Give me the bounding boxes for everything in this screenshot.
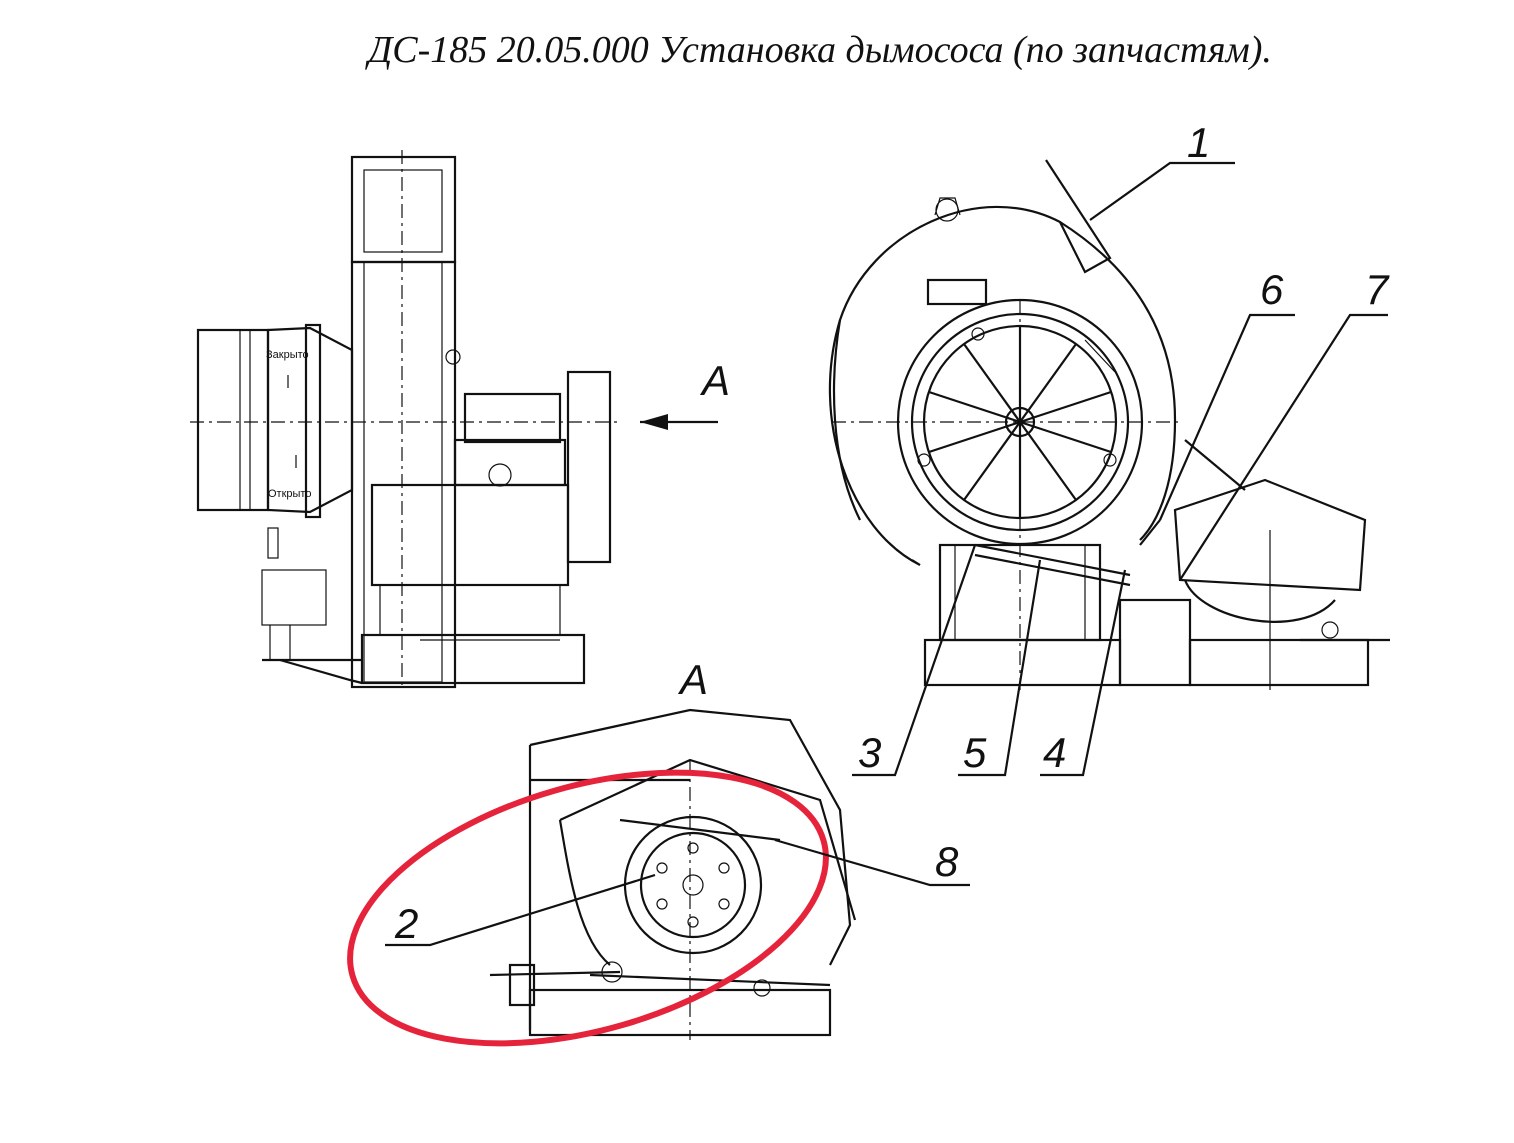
view-letter-top: A <box>699 357 730 404</box>
label-closed: Закрыто <box>266 349 309 361</box>
callout-3: 3 <box>858 729 881 776</box>
drawing-title: ДС-185 20.05.000 Установка дымососа (по … <box>368 29 1272 71</box>
callout-7: 7 <box>1365 266 1390 313</box>
side-elevation-view: Закрыто Открыто <box>190 150 620 690</box>
view-letter-detail: A <box>677 656 708 703</box>
fan-front-view <box>828 159 1390 690</box>
callout-2: 2 <box>394 900 418 947</box>
callout-6: 6 <box>1260 266 1284 313</box>
callout-8: 8 <box>935 838 959 885</box>
highlight-ellipse <box>347 769 829 1047</box>
detail-view-a: A <box>489 656 857 1040</box>
callout-5: 5 <box>963 729 987 776</box>
view-arrow-a: A <box>640 357 730 430</box>
leader-lines <box>385 161 1388 947</box>
label-open: Открыто <box>268 488 311 500</box>
callout-4: 4 <box>1043 729 1066 776</box>
callout-1: 1 <box>1187 119 1210 166</box>
